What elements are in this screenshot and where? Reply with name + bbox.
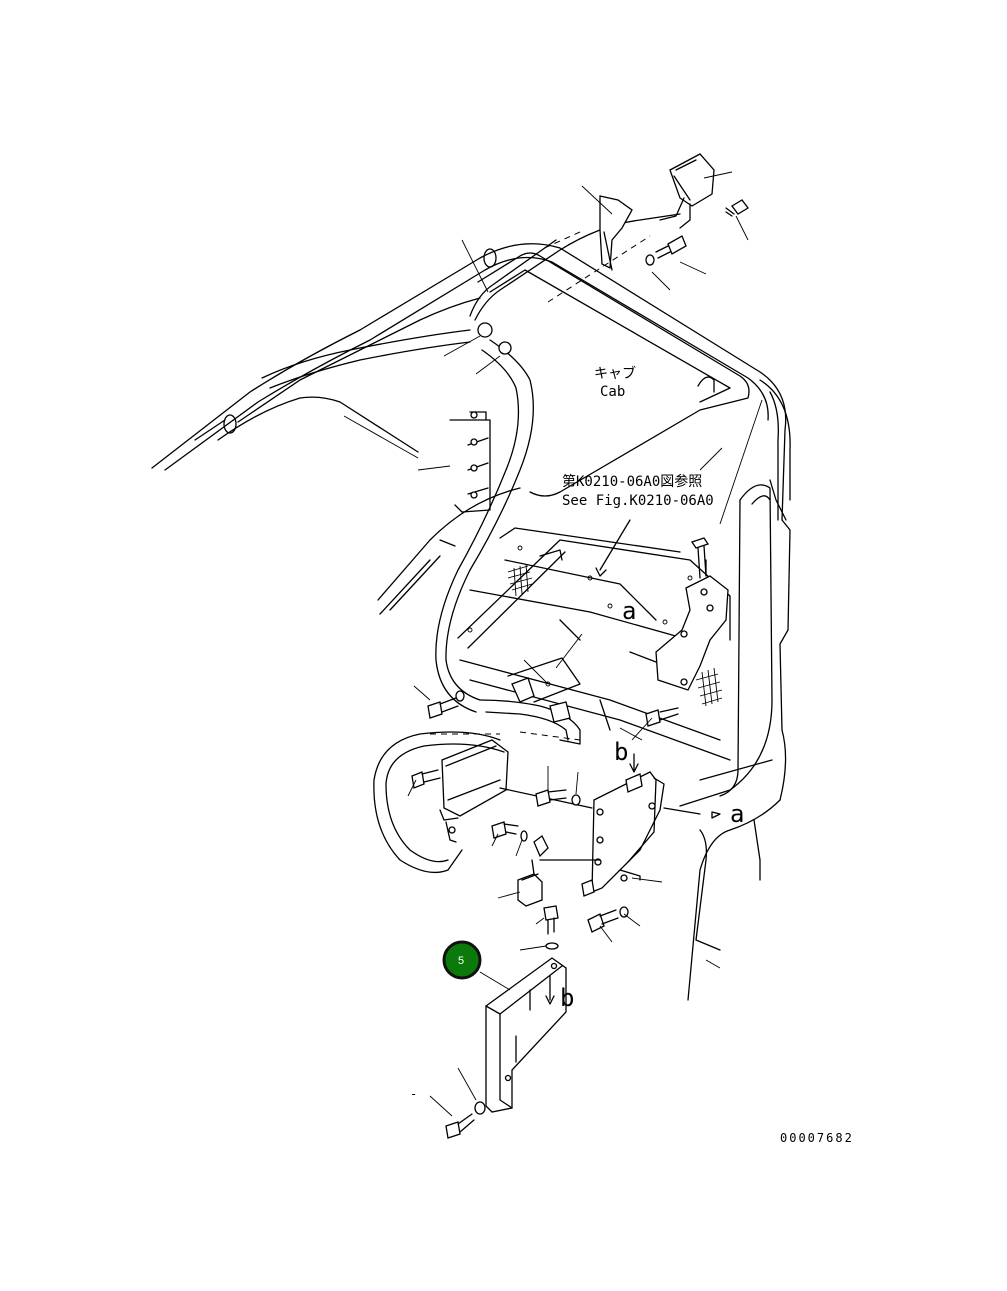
lower-bracket bbox=[485, 957, 567, 1113]
text-labels: キャブ Cab 第K0210-06A0図参照 See Fig.K0210-06A… bbox=[410, 365, 854, 1145]
view-b-label-lower: b bbox=[560, 984, 574, 1012]
callout-circle bbox=[442, 940, 482, 980]
drawing-number: 00007682 bbox=[780, 1131, 854, 1145]
bracket-right bbox=[629, 537, 729, 691]
cab-roof-frame bbox=[151, 243, 791, 521]
vent-grille-left bbox=[507, 563, 533, 597]
harness-roof bbox=[261, 213, 681, 713]
bolts bbox=[411, 153, 749, 1139]
controller-box bbox=[373, 731, 593, 874]
dash-mark: - bbox=[410, 1087, 417, 1101]
callout-5[interactable]: 5 bbox=[442, 940, 482, 980]
reference-label-jp: 第K0210-06A0図参照 bbox=[562, 473, 702, 490]
cab-label-en: Cab bbox=[600, 384, 625, 400]
view-b-label-upper: b bbox=[614, 738, 628, 766]
view-a-label-lower: a bbox=[730, 800, 744, 828]
cab-right-pillar bbox=[679, 479, 791, 1001]
view-a-label-upper: a bbox=[622, 597, 636, 625]
cab-label-jp: キャブ bbox=[594, 365, 636, 382]
callout-number: 5 bbox=[458, 955, 464, 967]
mounting-plate bbox=[539, 753, 721, 897]
reference-label-en: See Fig.K0210-06A0 bbox=[562, 493, 714, 509]
relay bbox=[517, 835, 549, 907]
cab-left-side bbox=[377, 487, 521, 615]
harness-lower bbox=[430, 657, 581, 745]
leader-lines bbox=[343, 171, 763, 1117]
vent-grille-right bbox=[695, 667, 723, 707]
